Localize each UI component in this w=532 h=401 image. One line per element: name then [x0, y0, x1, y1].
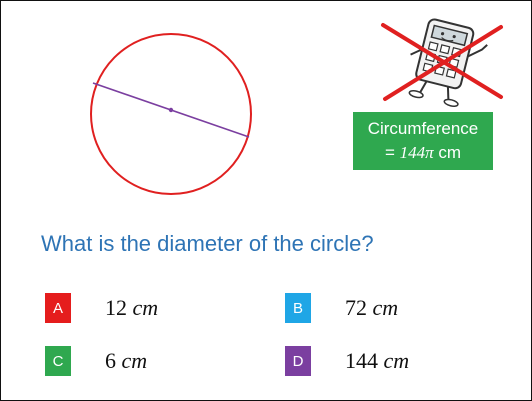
circumference-value-line: = 144π cm: [353, 141, 493, 165]
option-d-answer: 144 cm: [345, 348, 409, 374]
option-c-answer: 6 cm: [105, 348, 147, 374]
option-d[interactable]: D 144 cm: [285, 346, 409, 376]
circle-outline: [90, 33, 252, 195]
calculator-icon: [381, 18, 503, 107]
option-b-number: 72: [345, 295, 373, 320]
option-a-number: 12: [105, 295, 133, 320]
option-a-unit: cm: [132, 295, 159, 320]
option-c-unit: cm: [121, 348, 148, 373]
circumference-equals: =: [384, 143, 400, 162]
no-calculator-cross-icon: [381, 23, 503, 101]
circumference-label: Circumference: [367, 119, 479, 138]
circumference-unit: cm: [433, 143, 462, 162]
option-b-unit: cm: [372, 295, 399, 320]
circumference-value: 144π: [399, 143, 434, 162]
option-b[interactable]: B 72 cm: [285, 293, 398, 323]
option-c-number: 6: [105, 348, 122, 373]
option-a-badge: A: [45, 293, 71, 323]
option-a-answer: 12 cm: [105, 295, 158, 321]
circle-diagram: [90, 33, 252, 195]
option-d-badge: D: [285, 346, 311, 376]
center-dot: [168, 107, 174, 113]
circumference-box: Circumference = 144π cm: [353, 112, 493, 170]
option-a[interactable]: A 12 cm: [45, 293, 158, 323]
option-d-unit: cm: [383, 348, 410, 373]
option-d-number: 144: [345, 348, 384, 373]
option-b-answer: 72 cm: [345, 295, 398, 321]
option-b-badge: B: [285, 293, 311, 323]
option-c-badge: C: [45, 346, 71, 376]
question-text: What is the diameter of the circle?: [41, 231, 374, 256]
option-c[interactable]: C 6 cm: [45, 346, 147, 376]
